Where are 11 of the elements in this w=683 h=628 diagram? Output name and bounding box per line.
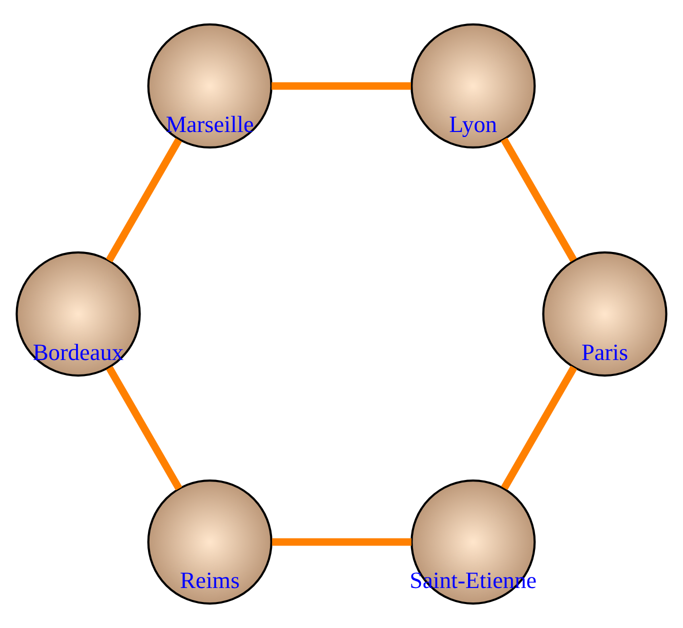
connector — [272, 538, 412, 546]
node-circle: Paris — [542, 251, 668, 377]
connector — [500, 138, 577, 262]
connector — [272, 82, 411, 90]
connector — [106, 138, 182, 262]
connector — [501, 366, 578, 490]
node-circle: Lyon — [410, 23, 536, 149]
node-circle: Bordeaux — [16, 251, 141, 377]
connector — [106, 366, 182, 490]
node-circle: Marseille — [147, 23, 272, 149]
node-circle: Reims — [147, 479, 272, 605]
